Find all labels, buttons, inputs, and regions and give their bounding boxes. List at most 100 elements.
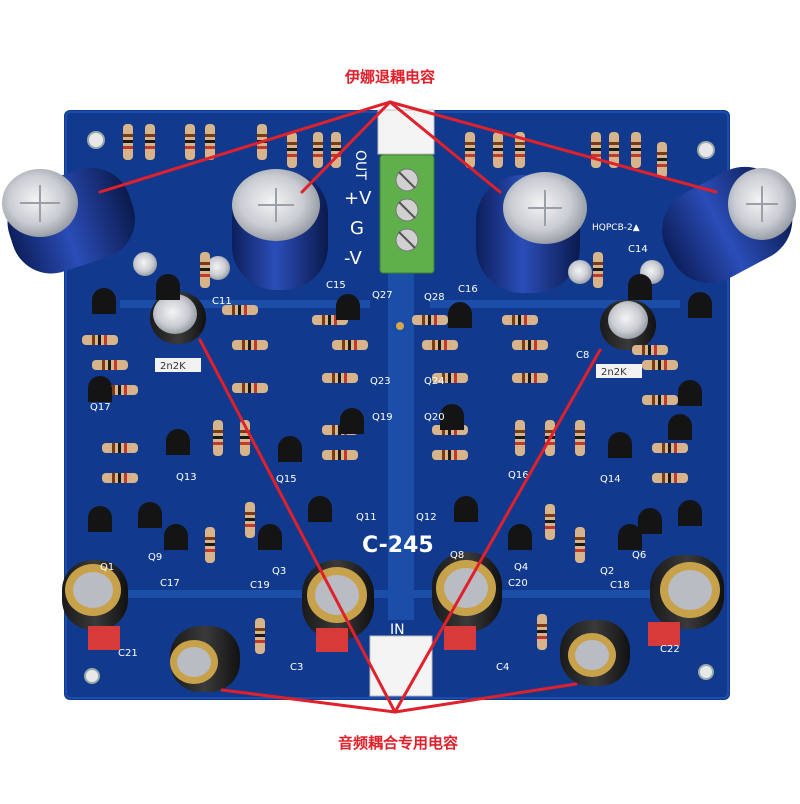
resistor [502,315,538,325]
silk-label: C15 [326,280,346,291]
silk-pos-v: +V [344,188,372,209]
resistor [145,124,155,160]
mounting-hole [87,131,105,149]
silk-gnd: G [350,218,364,239]
resistor [545,504,555,540]
silk-label: C16 [458,284,478,295]
resistor [422,340,458,350]
silk-label: Q2 [600,566,614,577]
decoupling-capacitor [2,167,135,274]
silk-label: Q23 [370,376,391,387]
film-capacitor [88,626,120,650]
resistor [123,124,133,160]
silk-neg-v: -V [344,248,362,269]
resistor [609,132,619,168]
film-capacitor [444,626,476,650]
silk-label: C11 [212,296,232,307]
resistor [102,443,138,453]
transistor [166,429,190,455]
resistor [652,473,688,483]
transistor [440,404,464,430]
coupling-capacitor [62,560,128,630]
resistor [322,450,358,460]
decoupling-capacitor [476,172,587,293]
board-title: C-245 [362,533,434,558]
silk-label: Q1 [100,562,114,573]
transistor [688,292,712,318]
silk-label: C4 [496,662,509,673]
transistor [138,502,162,528]
resistor [82,335,118,345]
transistor [336,294,360,320]
silk-label: C17 [160,578,180,589]
silk-cap-value-mirror: 2n2K [601,367,627,378]
silk-label: Q12 [416,512,437,523]
transistor [164,524,188,550]
resistor [200,252,210,288]
coupling-capacitor [650,555,724,629]
resistor [213,420,223,456]
coupling-capacitor [432,552,502,632]
resistor [205,527,215,563]
resistor [412,315,448,325]
transistor [258,524,282,550]
film-capacitor [316,628,348,652]
resistor [313,132,323,168]
silk-label: Q9 [148,552,162,563]
transistor [678,500,702,526]
resistor [591,132,601,168]
transistor [340,408,364,434]
silk-label: Q14 [600,474,621,485]
small-capacitor [150,292,206,344]
silk-label: Q27 [372,290,393,301]
resistor [493,132,503,168]
transistor [628,274,652,300]
resistor [232,340,268,350]
resistor [102,473,138,483]
silk-label: Q28 [424,292,445,303]
silk-label: C20 [508,578,528,589]
mounting-hole [697,141,715,159]
coupling-capacitor [170,626,240,692]
decoupling-capacitor [662,166,796,284]
silk-label: C18 [610,580,630,591]
resistor [205,124,215,160]
silk-label: C8 [576,350,589,361]
resistor [222,305,258,315]
resistor [652,443,688,453]
film-capacitor [648,622,680,646]
silk-out: OUT [352,150,368,180]
coupling-capacitor-caption: 音频耦合专用电容 [338,734,459,752]
resistor [642,360,678,370]
silk-label: Q19 [372,412,393,423]
resistor [287,132,297,168]
transistor [678,380,702,406]
resistor [245,502,255,538]
silk-label: C3 [290,662,303,673]
resistor [512,340,548,350]
small-capacitor [600,300,656,350]
silk-cap-value: 2n2K [160,361,186,372]
transistor [278,436,302,462]
coupling-capacitor [302,560,374,640]
resistor [657,142,667,178]
silk-label: Q6 [632,550,646,561]
transistor [156,274,180,300]
resistor [232,383,268,393]
decoupling-capacitor [232,169,328,290]
silk-label: C19 [250,580,270,591]
resistor [537,614,547,650]
silk-label: Q20 [424,412,445,423]
mounting-hole [698,664,714,680]
transistor [508,524,532,550]
resistor [593,252,603,288]
resistor [92,360,128,370]
resistor [575,527,585,563]
silk-label: Q16 [508,470,529,481]
resistor [515,132,525,168]
resistor [185,124,195,160]
transistor [308,496,332,522]
resistor [642,395,678,405]
